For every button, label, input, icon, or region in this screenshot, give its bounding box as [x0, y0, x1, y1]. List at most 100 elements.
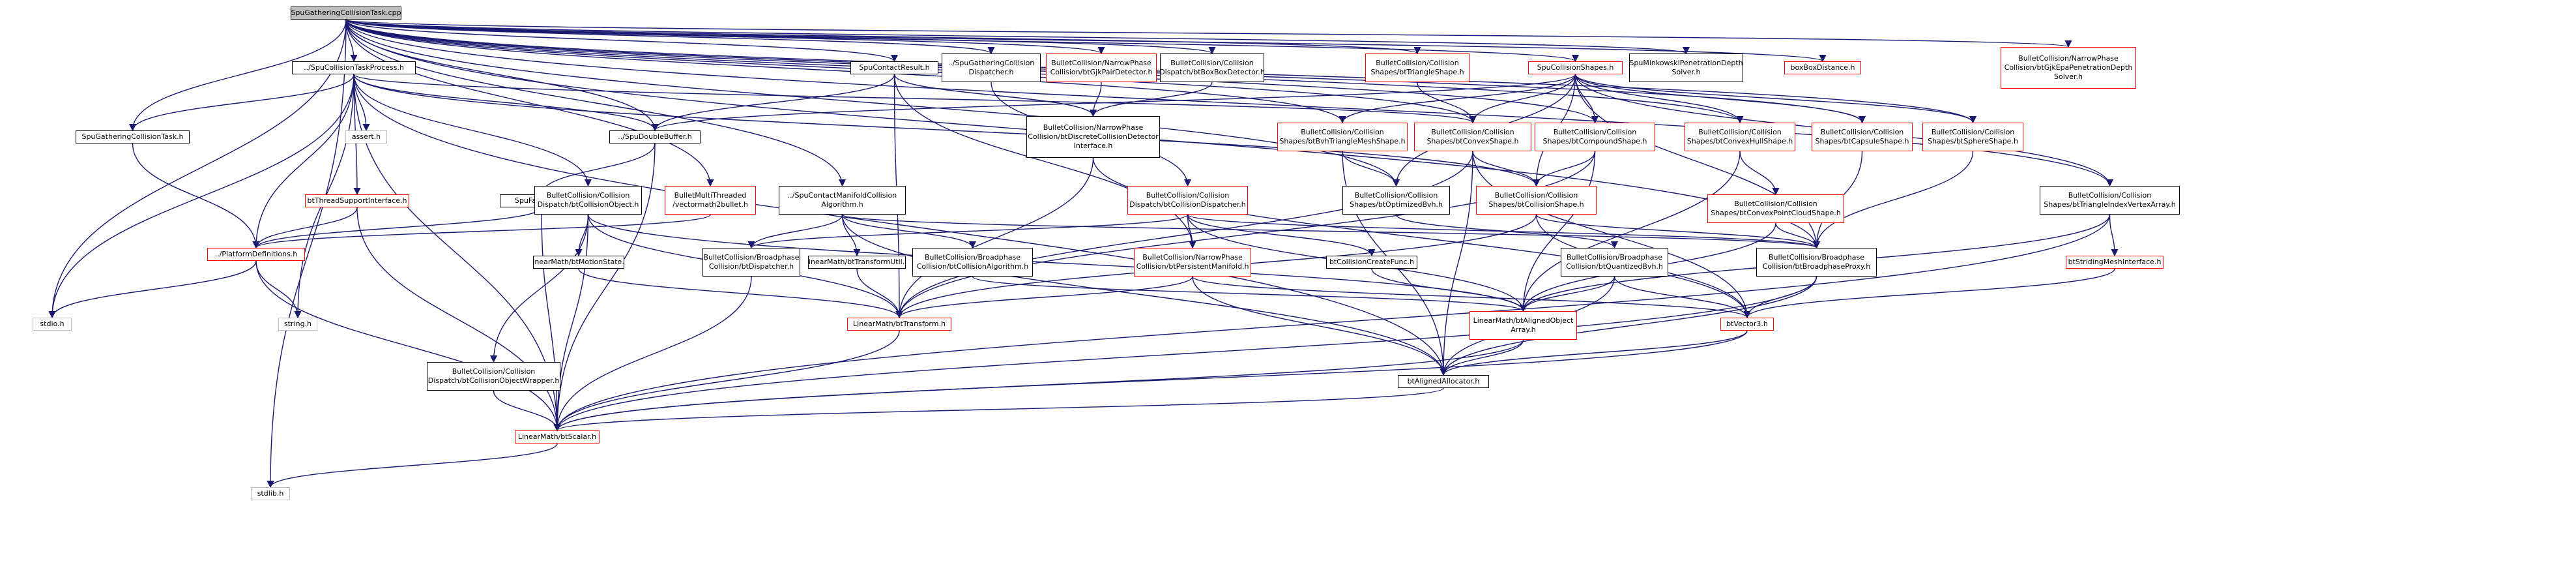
edge-root-to-bvhTriangleMeshShape [345, 19, 1346, 124]
node-label: BulletCollision/NarrowPhase Collision/bt… [1136, 253, 1249, 271]
node-stridingMesh[interactable]: btStridingMeshInterface.h [2066, 256, 2164, 269]
node-broadphaseDispatcher[interactable]: BulletCollision/Broadphase Collision/btD… [702, 248, 800, 277]
node-collisionShape[interactable]: BulletCollision/Collision Shapes/btColli… [1476, 186, 1597, 215]
node-label: ../SpuCollisionTaskProcess.h [304, 63, 404, 72]
node-spuGatheringCollisionTask[interactable]: SpuGatheringCollisionTask.h [76, 130, 190, 143]
node-sphereShape[interactable]: BulletCollision/Collision Shapes/btSpher… [1922, 123, 2023, 151]
edge-spuContactManifold-to-collisionAlgorithm [841, 214, 977, 249]
node-label: ../SpuContactManifoldCollision Algorithm… [787, 191, 897, 209]
node-multiThreaded[interactable]: BulletMultiThreaded /vectormath2bullet.h [665, 186, 756, 215]
node-label: BulletCollision/Collision Shapes/btCapsu… [1815, 128, 1909, 145]
node-spuMinkowski[interactable]: SpuMinkowskiPenetrationDepth Solver.h [1629, 53, 1743, 82]
edge-collisionObjectWrapper-to-scalar [493, 390, 561, 432]
edge-transformUtil-to-transform [856, 268, 903, 319]
edge-collisionDispatcher-to-broadphaseDispatcher [747, 214, 1189, 249]
node-collisionCreateFunc[interactable]: btCollisionCreateFunc.h [1326, 256, 1417, 269]
node-spuCollisionTaskProcess[interactable]: ../SpuCollisionTaskProcess.h [292, 61, 416, 74]
edge-root-to-triangleShape [345, 19, 1421, 55]
node-convexShape[interactable]: BulletCollision/Collision Shapes/btConve… [1414, 123, 1531, 151]
node-broadphaseProxy[interactable]: BulletCollision/Broadphase Collision/btB… [1756, 248, 1877, 277]
node-label: stdio.h [40, 320, 65, 328]
node-compoundShape[interactable]: BulletCollision/Collision Shapes/btCompo… [1535, 123, 1655, 151]
node-label: boxBoxDistance.h [1790, 63, 1855, 72]
edge-multiThreaded-to-platformDefinitions [252, 214, 711, 249]
node-label: btThreadSupportInterface.h [307, 196, 407, 205]
node-platformDefinitions[interactable]: ../PlatformDefinitions.h [207, 248, 305, 261]
edge-spuCollisionShapes-to-sphereShape [1574, 74, 1976, 124]
node-scalar[interactable]: LinearMath/btScalar.h [515, 430, 600, 444]
edge-root-to-spuCollisionShapes [345, 19, 1579, 63]
edge-spuFakeDma-to-scalar [541, 207, 561, 432]
edge-spuContactManifold-to-alignedAllocator [841, 214, 1447, 376]
node-label: LinearMath/btScalar.h [517, 432, 597, 441]
node-label: BulletCollision/Collision Dispatch/btCol… [427, 367, 560, 385]
edge-spuCollisionShapes-to-bvhTriangleMeshShape [1339, 74, 1576, 124]
node-boxBoxDistance[interactable]: boxBoxDistance.h [1784, 61, 1861, 74]
node-label: BulletCollision/Broadphase Collision/btD… [703, 253, 800, 271]
edge-spuContactResult-to-discreteCollisionDetector [893, 74, 1097, 117]
edge-spuCollisionShapes-to-spuDoubleBuffer [651, 74, 1576, 132]
node-label: SpuCollisionShapes.h [1537, 63, 1614, 72]
edge-transform-to-scalar [553, 330, 900, 432]
edge-stridingMesh-to-vector3 [1743, 268, 2115, 319]
node-threadSupportInterface[interactable]: btThreadSupportInterface.h [305, 194, 409, 207]
node-assert[interactable]: assert.h [345, 130, 387, 143]
node-label: btStridingMeshInterface.h [2068, 258, 2162, 266]
node-convexPointCloud[interactable]: BulletCollision/Collision Shapes/btConve… [1707, 194, 1844, 223]
node-root[interactable]: SpuGatheringCollisionTask.cpp [291, 7, 401, 20]
edge-convexShape-to-collisionShape [1472, 151, 1541, 187]
node-label: btAlignedAllocator.h [1407, 377, 1480, 385]
node-capsuleShape[interactable]: BulletCollision/Collision Shapes/btCapsu… [1812, 123, 1913, 151]
node-triangleShape[interactable]: BulletCollision/Collision Shapes/btTrian… [1365, 53, 1469, 82]
node-stdio[interactable]: stdio.h [33, 318, 72, 331]
node-collisionAlgorithm[interactable]: BulletCollision/Broadphase Collision/btC… [912, 248, 1033, 277]
node-string[interactable]: string.h [278, 318, 317, 331]
node-discreteCollisionDetector[interactable]: BulletCollision/NarrowPhase Collision/bt… [1026, 116, 1160, 158]
node-spuContactManifold[interactable]: ../SpuContactManifoldCollision Algorithm… [779, 186, 906, 215]
node-spuContactResult[interactable]: SpuContactResult.h [850, 61, 938, 74]
node-transform[interactable]: LinearMath/btTransform.h [847, 318, 951, 331]
node-label: SpuContactResult.h [859, 63, 930, 72]
node-label: BulletCollision/Broadphase Collision/btB… [1762, 253, 1871, 271]
node-collisionDispatcher[interactable]: BulletCollision/Collision Dispatch/btCol… [1127, 186, 1248, 215]
node-optimizedBvh[interactable]: BulletCollision/Collision Shapes/btOptim… [1342, 186, 1450, 215]
node-transformUtil[interactable]: LinearMath/btTransformUtil.h [808, 256, 906, 269]
edge-collisionDispatcher-to-collisionCreateFunc [1187, 214, 1376, 257]
node-label: assert.h [351, 132, 381, 141]
node-triangleIndexVertexArray[interactable]: BulletCollision/Collision Shapes/btTrian… [2040, 186, 2180, 215]
edge-spuCollisionTaskProcess-to-platformDefinitions [252, 74, 355, 249]
node-collisionObject[interactable]: BulletCollision/Collision Dispatch/btCol… [534, 186, 642, 215]
node-label: BulletCollision/Collision Dispatch/btCol… [1129, 191, 1246, 209]
node-boxBoxDetector[interactable]: BulletCollision/Collision Dispatch/btBox… [1160, 53, 1264, 82]
node-spuGatheringCollisionDispatcher[interactable]: ../SpuGatheringCollision Dispatcher.h [942, 53, 1041, 82]
node-convexHullShape[interactable]: BulletCollision/Collision Shapes/btConve… [1685, 123, 1795, 151]
node-spuCollisionShapes[interactable]: SpuCollisionShapes.h [1528, 61, 1623, 74]
node-gjkEpa[interactable]: BulletCollision/NarrowPhase Collision/bt… [2001, 47, 2136, 89]
edge-spuCollisionShapes-to-convexHullShape [1574, 74, 1744, 124]
edge-vector3-to-alignedAllocator [1440, 330, 1748, 376]
node-collisionObjectWrapper[interactable]: BulletCollision/Collision Dispatch/btCol… [427, 362, 560, 391]
node-label: BulletCollision/Collision Shapes/btBvhTr… [1279, 128, 1406, 145]
node-alignedAllocator[interactable]: btAlignedAllocator.h [1398, 375, 1489, 388]
node-quantizedBvh[interactable]: BulletCollision/Broadphase Collision/btQ… [1561, 248, 1668, 277]
node-spuDoubleBuffer[interactable]: ../SpuDoubleBuffer.h [609, 130, 701, 143]
edge-convexHullShape-to-alignedObjectArray [1519, 151, 1741, 312]
node-gjkPairDetector[interactable]: BulletCollision/NarrowPhase Collision/bt… [1046, 53, 1157, 82]
edge-root-to-spuContactResult [345, 19, 898, 63]
edge-convexShape-to-transform [895, 151, 1473, 319]
node-label: SpuMinkowskiPenetrationDepth Solver.h [1629, 59, 1743, 76]
edge-collisionShape-to-broadphaseProxy [1535, 214, 1820, 249]
edge-collisionCreateFunc-to-alignedObjectArray [1371, 268, 1527, 312]
node-label: BulletMultiThreaded /vectormath2bullet.h [673, 191, 748, 209]
node-alignedObjectArray[interactable]: LinearMath/btAlignedObject Array.h [1469, 311, 1577, 340]
edge-spuContactResult-to-spuDoubleBuffer [651, 74, 895, 132]
node-bvhTriangleMeshShape[interactable]: BulletCollision/Collision Shapes/btBvhTr… [1277, 123, 1408, 151]
node-stdlib[interactable]: stdlib.h [251, 487, 290, 500]
edge-vector3-to-scalar [553, 330, 1748, 432]
edge-root-to-stdlib [267, 19, 347, 489]
node-persistentManifold[interactable]: BulletCollision/NarrowPhase Collision/bt… [1134, 248, 1251, 277]
edge-spuCollisionTaskProcess-to-collisionShape [353, 74, 1540, 187]
node-vector3[interactable]: btVector3.h [1720, 318, 1774, 331]
node-label: BulletCollision/NarrowPhase Collision/bt… [1028, 123, 1159, 150]
node-motionState[interactable]: LinearMath/btMotionState.h [533, 256, 624, 269]
